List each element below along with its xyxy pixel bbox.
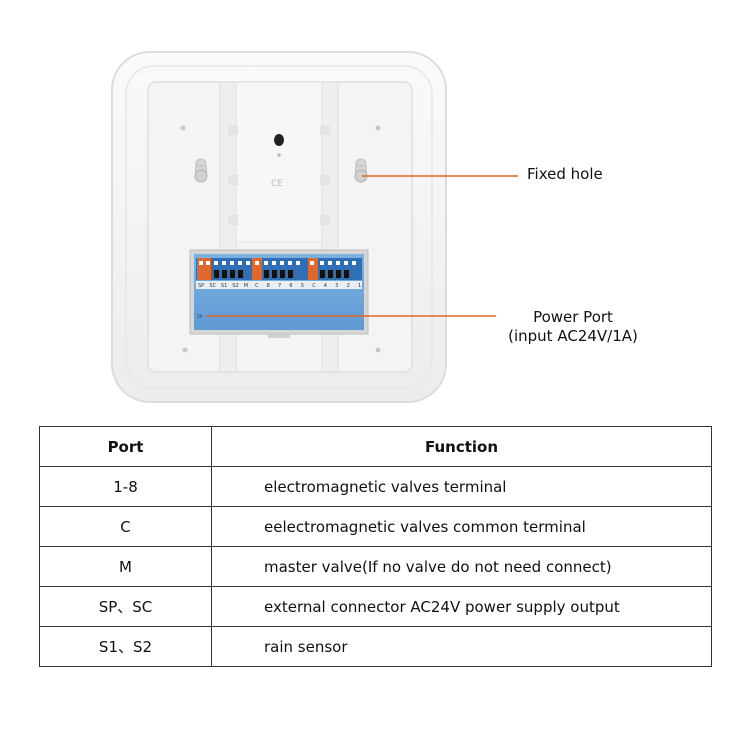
terminal-label: C xyxy=(312,283,316,289)
port-function-table: Port Function 1-8 electromagnetic valves… xyxy=(39,426,712,667)
cell-port: S1、S2 xyxy=(39,626,212,667)
cell-function: rain sensor xyxy=(211,626,712,667)
device-illustration: CE xyxy=(111,51,518,403)
power-port-label: Power Port (input AC24V/1A) xyxy=(503,308,643,346)
cell-port: M xyxy=(39,546,212,587)
fixed-hole-label: Fixed hole xyxy=(527,165,603,184)
terminal-label: 5 xyxy=(301,283,304,289)
table-row: M master valve(If no valve do not need c… xyxy=(39,546,712,587)
table-header-row: Port Function xyxy=(39,426,712,467)
terminal-label: C xyxy=(255,283,259,289)
header-port: Port xyxy=(39,426,212,467)
cell-function: external connector AC24V power supply ou… xyxy=(211,586,712,627)
terminal-label: M xyxy=(244,283,248,289)
terminal-label: 4 xyxy=(324,283,327,289)
table-row: S1、S2 rain sensor xyxy=(39,626,712,667)
board-mark: ZX xyxy=(197,314,203,319)
terminal-label: S1 xyxy=(221,283,227,289)
controller-back-panel: CE xyxy=(111,51,518,403)
terminal-label: 2 xyxy=(347,283,350,289)
cell-function: eelectromagnetic valves common terminal xyxy=(211,506,712,547)
fixed-hole-right xyxy=(354,158,368,183)
fixed-hole-left xyxy=(194,158,208,183)
ce-mark: CE xyxy=(271,179,283,189)
header-function: Function xyxy=(211,426,712,467)
terminal-block: SP SC S1 S2 M C 8 7 6 5 C 4 3 2 1 xyxy=(196,258,362,289)
fixed-hole-text: Fixed hole xyxy=(527,165,603,183)
cell-function: master valve(If no valve do not need con… xyxy=(211,546,712,587)
cell-port: SP、SC xyxy=(39,586,212,627)
table-row: SP、SC external connector AC24V power sup… xyxy=(39,586,712,627)
terminal-label: SP xyxy=(198,283,204,289)
table-row: C eelectromagnetic valves common termina… xyxy=(39,506,712,547)
cell-function: electromagnetic valves terminal xyxy=(211,466,712,507)
terminal-label: 7 xyxy=(278,283,281,289)
terminal-label: 8 xyxy=(267,283,270,289)
terminal-label: S2 xyxy=(232,283,238,289)
terminal-label: 6 xyxy=(289,283,292,289)
table-row: 1-8 electromagnetic valves terminal xyxy=(39,466,712,507)
cell-port: 1-8 xyxy=(39,466,212,507)
cell-port: C xyxy=(39,506,212,547)
terminal-label: SC xyxy=(209,283,216,289)
terminal-label: 3 xyxy=(335,283,338,289)
power-port-title: Power Port xyxy=(533,308,613,326)
terminal-label: 1 xyxy=(358,283,361,289)
power-port-spec: (input AC24V/1A) xyxy=(508,327,638,345)
